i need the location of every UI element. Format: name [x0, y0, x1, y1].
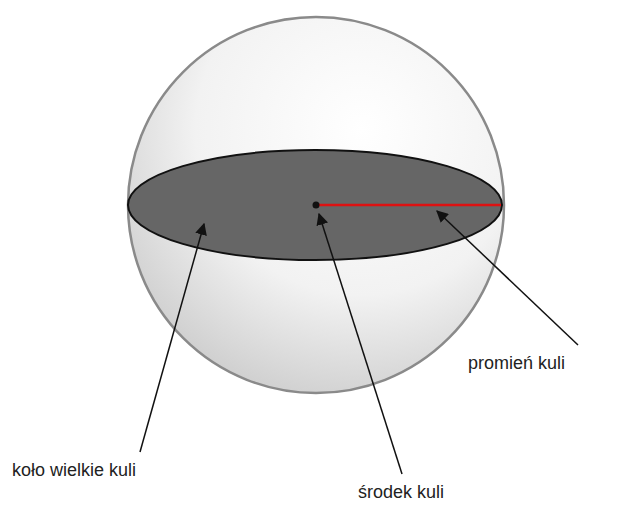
part-label: koło wielkie kuli	[12, 459, 136, 481]
great-circle	[128, 150, 502, 260]
part-label: środek kuli	[358, 481, 444, 503]
sphere	[128, 17, 504, 393]
part-label: promień kuli	[468, 352, 565, 374]
leader-line	[437, 211, 578, 345]
leader-line	[319, 214, 402, 474]
radius-line	[316, 204, 501, 207]
leader-line	[140, 224, 204, 452]
center-dot	[313, 202, 320, 209]
